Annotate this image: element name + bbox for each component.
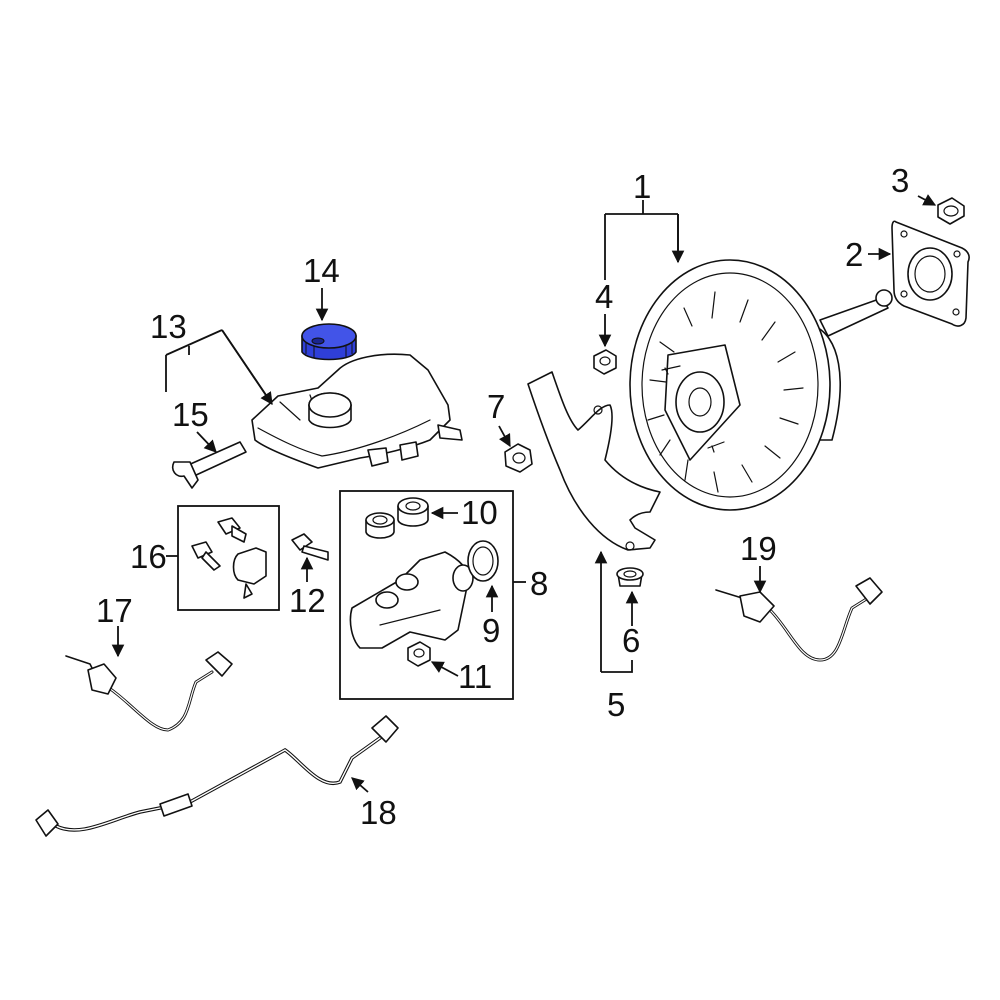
callout-13: 13 xyxy=(150,308,187,345)
callout-4: 4 xyxy=(595,278,613,315)
leader-lines xyxy=(111,194,937,793)
callout-16: 16 xyxy=(130,538,167,575)
part-nut-4[interactable] xyxy=(593,349,617,375)
callout-19: 19 xyxy=(740,530,777,567)
part-brake-line-18[interactable] xyxy=(35,715,399,837)
part-grommet[interactable] xyxy=(616,567,644,587)
part-nut-11[interactable] xyxy=(407,641,431,667)
part-bolt[interactable] xyxy=(291,533,329,561)
part-gasket[interactable] xyxy=(891,220,970,327)
part-heat-shield[interactable] xyxy=(527,371,661,551)
callout-12: 12 xyxy=(289,582,326,619)
part-o-ring[interactable] xyxy=(467,540,499,582)
callout-18: 18 xyxy=(360,794,397,831)
part-pin[interactable] xyxy=(171,441,247,489)
callout-6: 6 xyxy=(622,622,640,659)
callout-5: 5 xyxy=(607,686,625,723)
callout-2: 2 xyxy=(845,236,863,273)
callout-17: 17 xyxy=(96,592,133,629)
part-sensor-kit[interactable] xyxy=(177,505,280,611)
callout-14: 14 xyxy=(303,252,340,289)
part-master-cylinder[interactable] xyxy=(339,490,514,700)
callout-11: 11 xyxy=(458,658,492,695)
part-brake-line-17[interactable] xyxy=(65,651,233,732)
part-brake-booster[interactable] xyxy=(629,259,893,511)
part-nut-7[interactable] xyxy=(504,443,533,473)
callout-9: 9 xyxy=(482,612,500,649)
part-brake-line-19[interactable] xyxy=(715,577,883,662)
part-nut-3[interactable] xyxy=(937,197,965,225)
callout-15: 15 xyxy=(172,396,209,433)
callout-3: 3 xyxy=(891,162,909,199)
cap-top xyxy=(301,323,357,349)
part-reservoir-cap[interactable] xyxy=(301,323,357,361)
callout-10: 10 xyxy=(461,494,498,531)
callout-7: 7 xyxy=(487,388,505,425)
part-reservoir[interactable] xyxy=(251,353,463,469)
callout-8: 8 xyxy=(530,565,548,602)
callout-1: 1 xyxy=(633,168,651,205)
callout-labels: 1 2 3 4 5 6 7 8 9 10 11 12 13 14 15 16 1… xyxy=(96,162,909,831)
part-seals[interactable] xyxy=(365,497,429,539)
